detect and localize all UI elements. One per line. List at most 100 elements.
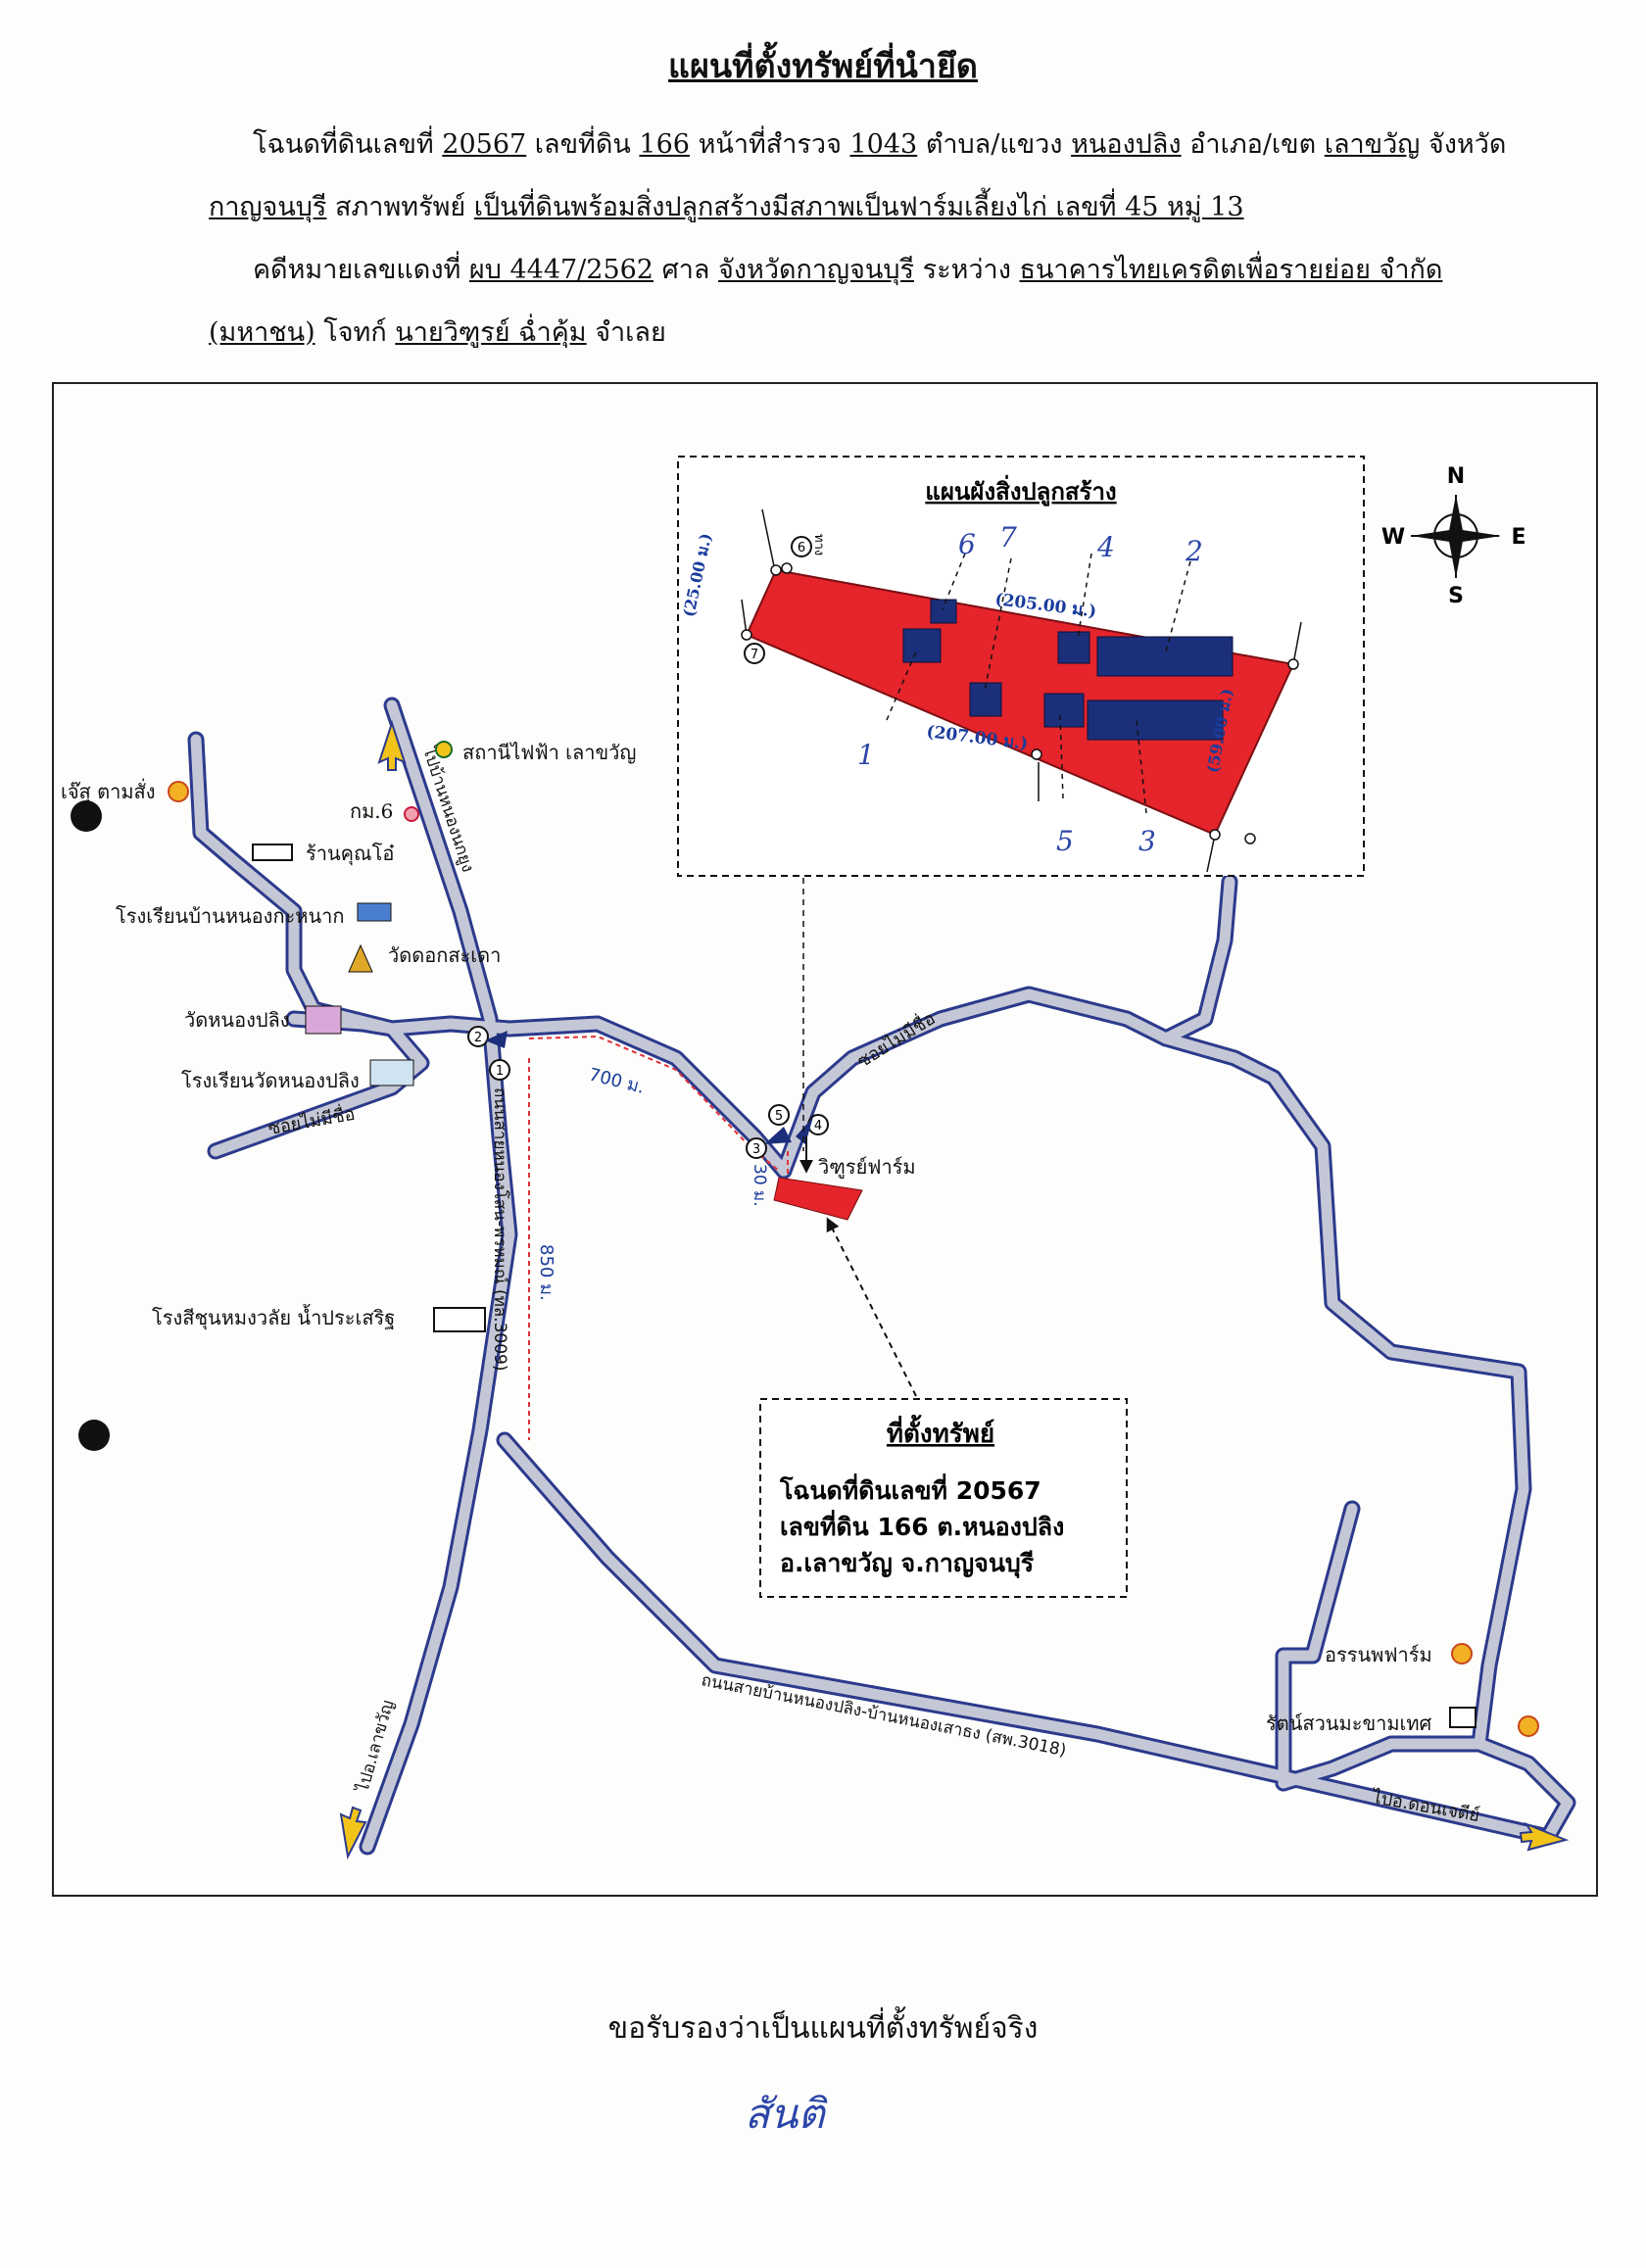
building-5 <box>1043 693 1085 728</box>
inset-marker-7: 7 <box>744 643 765 664</box>
wat-nongpling-label: วัดหนองปลิง <box>184 1008 290 1032</box>
compass-icon <box>1411 495 1501 578</box>
property-condition: เป็นที่ดินพร้อมสิ่งปลูกสร้างมีสภาพเป็นฟา… <box>473 192 1244 222</box>
inset-leader-lines <box>886 553 1191 814</box>
inset-num-4: 4 <box>1096 531 1115 563</box>
distance-700: 700 ม. <box>587 1064 647 1097</box>
label-between: ระหว่าง <box>922 255 1011 285</box>
inset-building-numbers: 1 2 3 4 5 6 7 <box>857 521 1203 857</box>
inset-num-6: 6 <box>958 528 976 560</box>
school-icon <box>357 902 392 922</box>
compass-rose: N S E W <box>1381 464 1526 608</box>
restaurant-icon <box>1518 1715 1539 1737</box>
punch-hole <box>78 1420 110 1451</box>
junction-5-label: 5 <box>775 1109 783 1124</box>
rat-garden-label: รัตน์สวนมะขามเทศ <box>1266 1712 1432 1735</box>
junction-3-label: 3 <box>752 1142 760 1157</box>
noodle-shop-label: ร้านคุณโอ๋ <box>306 842 394 866</box>
route-dashes <box>528 1035 789 1440</box>
property-box-title: ที่ตั้งทรัพย์ <box>887 1414 994 1449</box>
landmark-power-station: สถานีไฟฟ้า เลาขวัญ <box>435 741 636 764</box>
temple-icon <box>348 943 373 973</box>
label-land-no: เลขที่ดิน <box>534 129 631 160</box>
court: จังหวัดกาญจนบุรี <box>718 255 914 285</box>
plaintiff-continued: (มหาชน) <box>209 317 315 348</box>
property-info-box: ที่ตั้งทรัพย์ โฉนดที่ดินเลขที่ 20567 เลข… <box>759 1398 1128 1598</box>
building-3 <box>1087 700 1224 741</box>
inset-num-1: 1 <box>857 739 875 771</box>
compass-e: E <box>1511 525 1525 550</box>
label-defendant: จำเลย <box>595 317 666 348</box>
annop-farm-label: อรรนพฟาร์ม <box>1325 1643 1432 1666</box>
junction-2-label: 2 <box>474 1031 482 1045</box>
landmark-noodle-shop: ร้านคุณโอ๋ <box>252 842 394 866</box>
junctions: 1 2 3 4 5 <box>467 1026 829 1159</box>
junction-4-label: 4 <box>814 1119 822 1134</box>
case-number: ผบ 4447/2562 <box>468 255 654 285</box>
compass-n: N <box>1447 464 1465 489</box>
km-marker-icon <box>404 806 419 822</box>
inset-num-7: 7 <box>999 521 1017 554</box>
landmark-annop-farm: อรรนพฟาร์ม <box>1325 1643 1473 1666</box>
junction-1: 1 <box>489 1059 510 1081</box>
map-frame <box>52 382 1598 1897</box>
inset-boundary-posts <box>741 508 1302 873</box>
inset-gate-label: ทาง <box>811 534 826 555</box>
survey-page: 1043 <box>849 129 918 160</box>
compass-w: W <box>1381 525 1405 550</box>
signature: สันติ <box>745 2090 825 2138</box>
building-4 <box>1057 631 1090 664</box>
junction-3: 3 <box>746 1137 767 1159</box>
landmark-top-left: เจ๊สุ ตามสั่ง <box>61 778 189 804</box>
header-line-3: คดีหมายเลขแดงที่ ผบ 4447/2562 ศาล จังหวั… <box>253 253 1442 288</box>
to-donjedi-label: ไปอ.ดอนเจดีย์ <box>1369 1786 1481 1826</box>
landmark-wat-dok: วัดดอกสะเดา <box>348 943 501 973</box>
landmark-school-nongkanak: โรงเรียนบ้านหนองกะหนาก <box>116 902 392 928</box>
inset-marker-6: 6 <box>791 536 812 557</box>
soi-right-label: ซอยไม่มีชื่อ <box>852 1006 940 1073</box>
landmark-km6: กม.6 <box>350 799 419 823</box>
arrow-east-icon <box>1519 1821 1570 1852</box>
land-number: 166 <box>639 129 690 160</box>
property-box-line1: โฉนดที่ดินเลขที่ 20567 <box>779 1473 1041 1505</box>
defendant: นายวิฑูรย์ ฉ่ำคุ้ม <box>395 317 587 348</box>
km6-label: กม.6 <box>350 799 393 823</box>
power-station-label: สถานีไฟฟ้า เลาขวัญ <box>462 741 636 764</box>
plaintiff: ธนาคารไทยเครดิตเพื่อรายย่อย จำกัด <box>1019 255 1443 285</box>
distance-30: 30 ม. <box>750 1164 769 1207</box>
wat-dok-label: วัดดอกสะเดา <box>388 943 501 967</box>
inset-num-3: 3 <box>1138 825 1156 857</box>
junction-4: 4 <box>807 1114 829 1135</box>
building-2 <box>1096 636 1234 677</box>
road-vertical-label: ถนนสายหนองโสน-พรหมณ์ (ทล.3009) <box>490 1087 510 1372</box>
landmark-mill: โรงสีชุนหมงวลัย น้ำประเสริฐ <box>152 1304 486 1332</box>
certification-text: ขอรับรองว่าเป็นแผนที่ตั้งทรัพย์จริง <box>607 2011 1039 2046</box>
landmarks: สถานีไฟฟ้า เลาขวัญ กม.6 ร้านคุณโอ๋ โรงเร… <box>61 741 1539 1737</box>
property-box-line3: อ.เลาขวัญ จ.กาญจนบุรี <box>780 1549 1035 1579</box>
soi-left-label: ซอยไม่มีชื่อ <box>266 1101 357 1139</box>
landmark-school-wat: โรงเรียนวัดหนองปลิง <box>181 1059 414 1092</box>
inset-marker-6-label: 6 <box>798 541 805 555</box>
factory-icon <box>433 1307 486 1332</box>
power-station-icon <box>435 741 453 758</box>
shop-icon <box>252 844 293 861</box>
header-line-1: โฉนดที่ดินเลขที่ 20567 เลขที่ดิน 166 หน้… <box>253 127 1506 163</box>
landmark-wat-nongpling: วัดหนองปลิง <box>184 1005 342 1035</box>
pointer-1-icon <box>485 1031 508 1048</box>
punch-hole <box>71 800 102 832</box>
direction-arrows <box>339 719 1570 1860</box>
label-province: จังหวัด <box>1428 129 1507 160</box>
building-6 <box>930 599 957 624</box>
header-line-2: กาญจนบุรี สภาพทรัพย์ เป็นที่ดินพร้อมสิ่ง… <box>209 190 1244 225</box>
restaurant-icon <box>1451 1643 1473 1665</box>
school-wat-label: โรงเรียนวัดหนองปลิง <box>181 1069 360 1092</box>
junction-5: 5 <box>768 1104 790 1126</box>
distance-850: 850 ม. <box>536 1244 557 1301</box>
district: เลาขวัญ <box>1324 129 1421 160</box>
junction-1-label: 1 <box>496 1064 504 1079</box>
inset-title: แผนผังสิ่งปลูกสร้าง <box>925 474 1116 507</box>
property-pointer <box>826 1217 917 1397</box>
temple-gate-icon <box>305 1005 342 1035</box>
inset-marker-7-label: 7 <box>750 648 758 662</box>
